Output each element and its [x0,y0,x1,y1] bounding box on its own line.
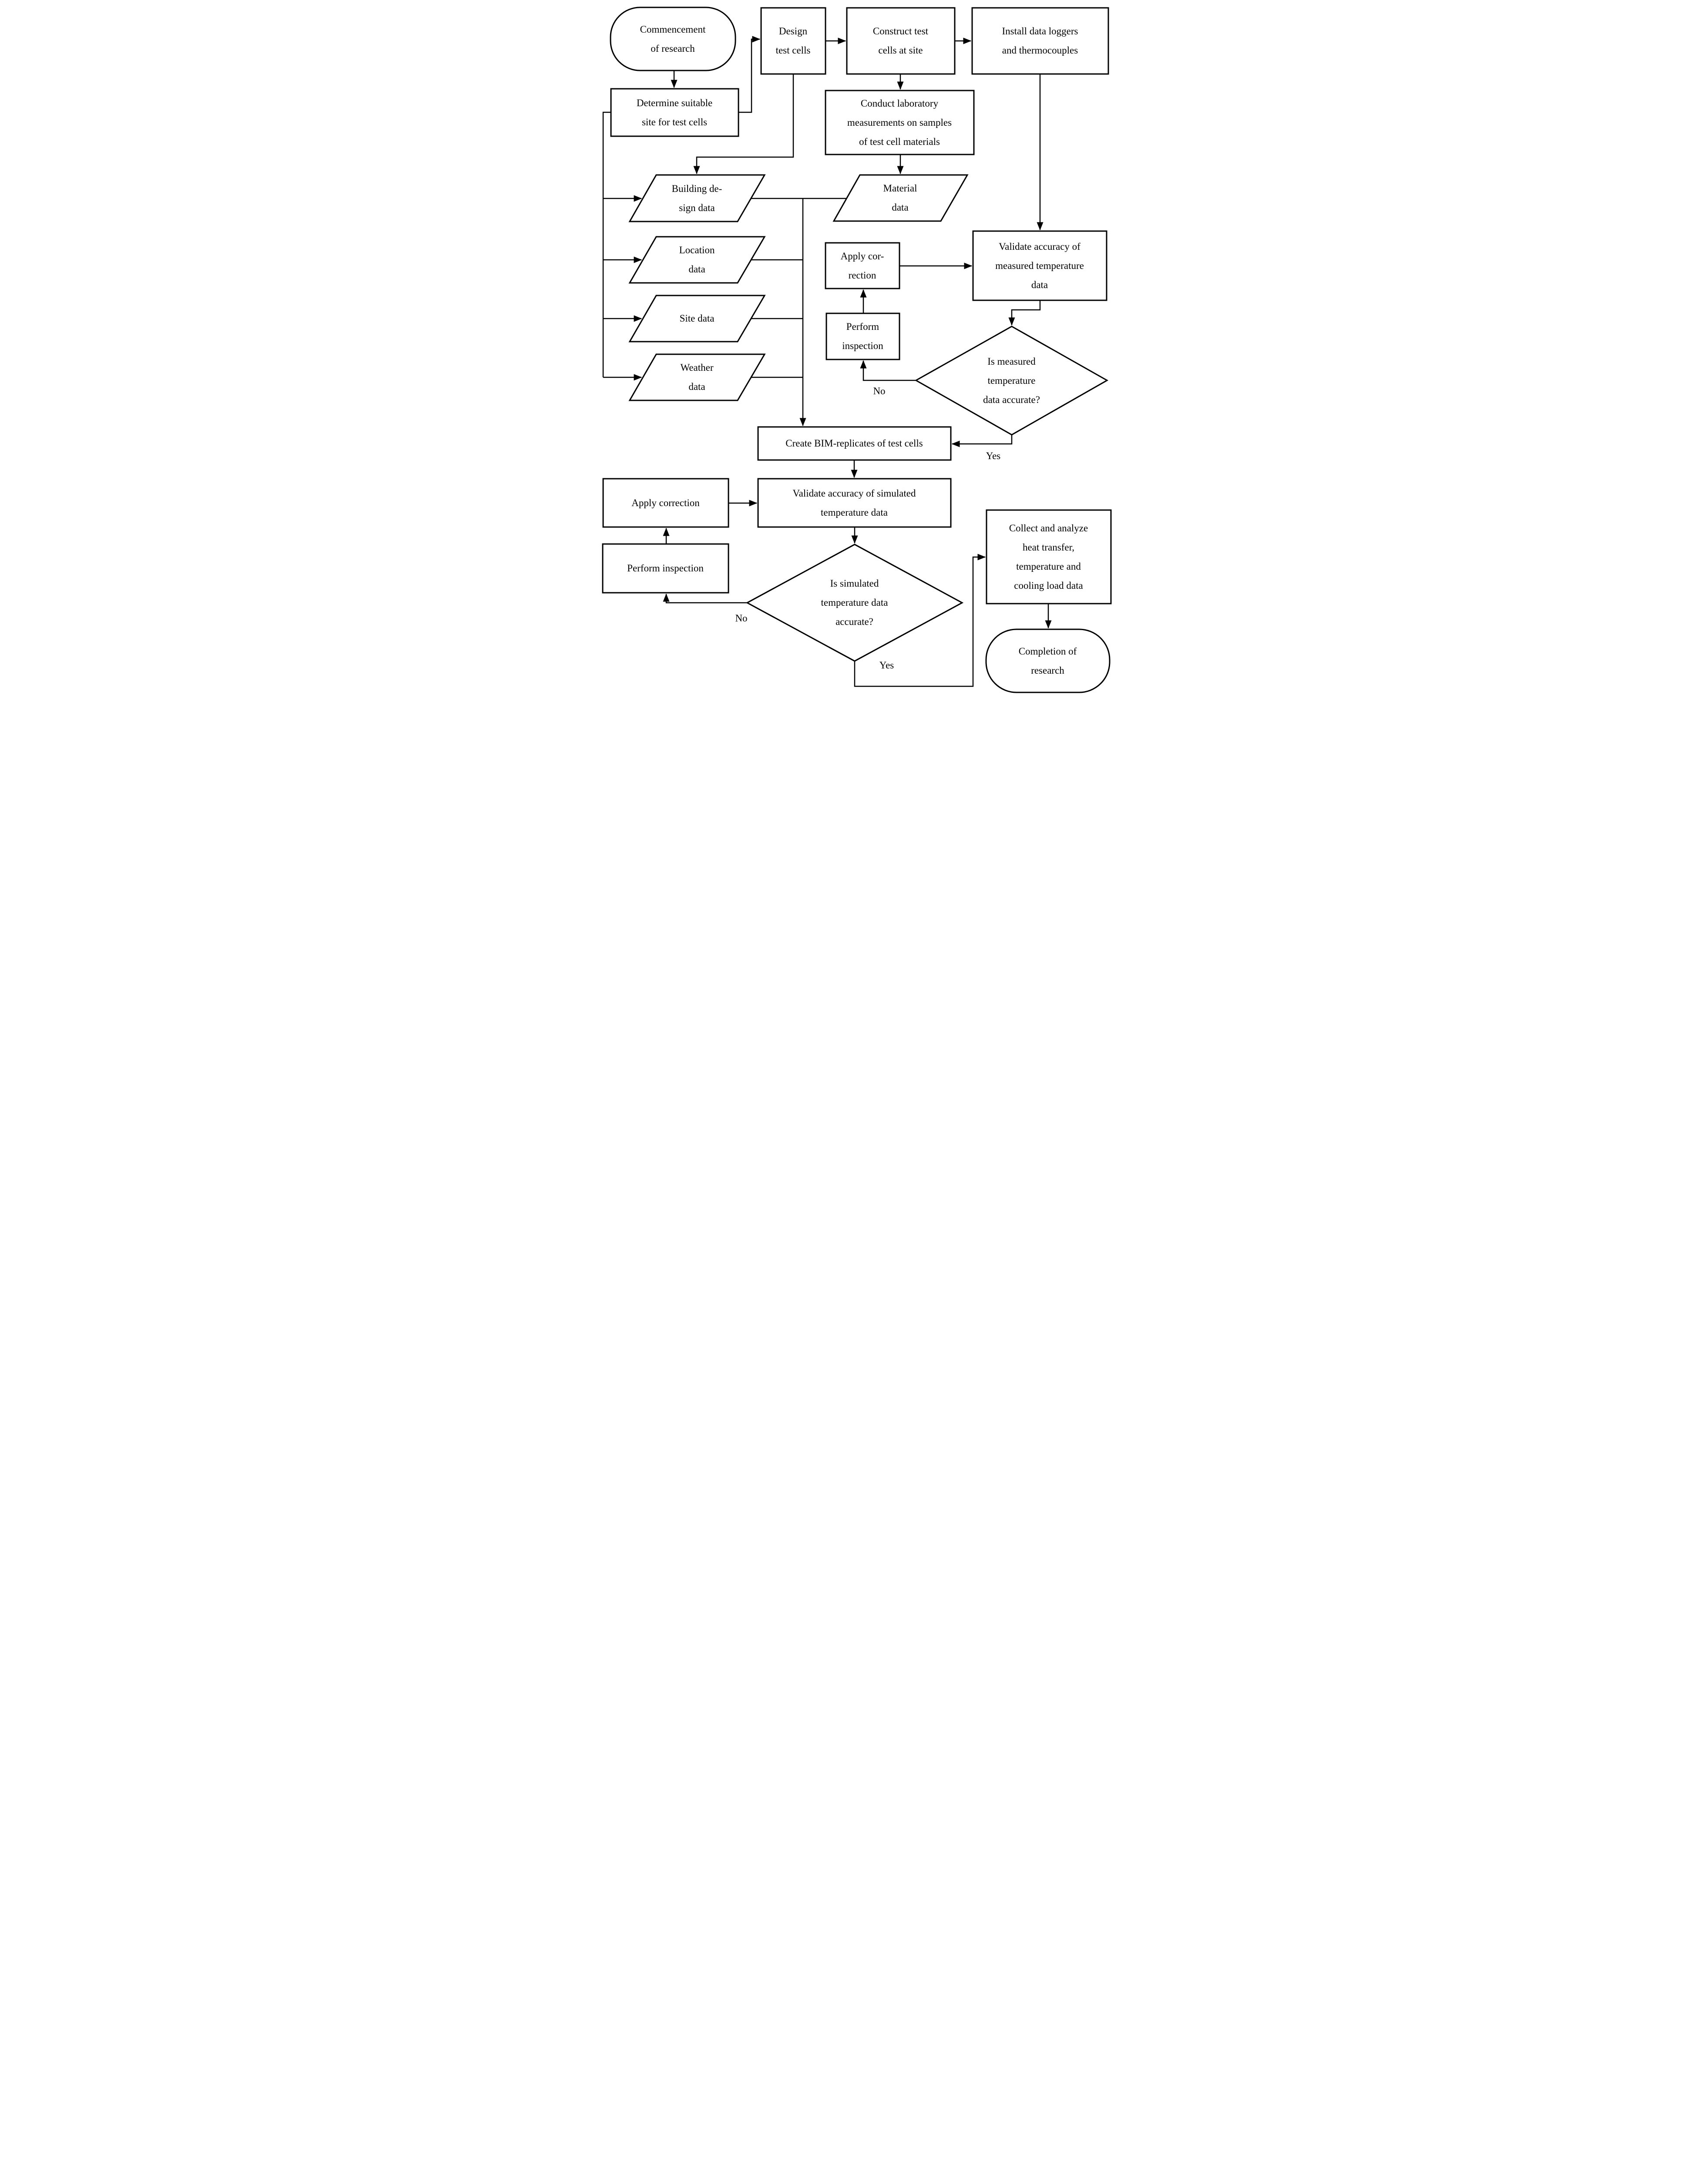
edge-design-building [693,74,794,175]
edge-decision1-yes-create-bim [951,435,1012,447]
commencement-shape [610,7,736,71]
apply-correction-simulated-shape [602,478,729,528]
flowchart-canvas: Commencement of research Design test cel… [593,0,1115,695]
connectors [602,36,1051,687]
is-measured-accurate-shape [914,326,1108,436]
edge-validate-measured-decision [1008,300,1040,326]
flowchart-diagram [602,7,1111,693]
determine-shape [610,88,739,137]
collect-analyze-shape [986,509,1111,604]
edge-decision1-no [860,360,916,381]
is-simulated-accurate-shape [745,544,963,662]
install-shape [971,7,1109,75]
validate-measured-shape [972,230,1107,301]
location-data-shape [628,236,766,284]
material-data-shape [832,174,969,222]
shapes [602,7,1111,693]
edge-decision2-yes-collect [854,554,986,687]
edge-determine-design [738,36,760,113]
conduct-shape [825,90,974,155]
validate-simulated-shape [757,478,951,528]
construct-shape [846,7,955,75]
weather-data-shape [628,353,766,401]
site-data-shape [628,295,766,343]
edge-left-data-spine [602,111,611,377]
perform-inspection-measured-shape [825,312,900,360]
apply-correction-measured-shape [825,242,900,289]
perform-inspection-simulated-shape [602,543,729,594]
completion-shape [985,628,1110,693]
building-design-data-shape [628,174,766,222]
edge-decision2-no [663,593,747,604]
design-shape [760,7,826,75]
create-bim-shape [757,426,951,461]
